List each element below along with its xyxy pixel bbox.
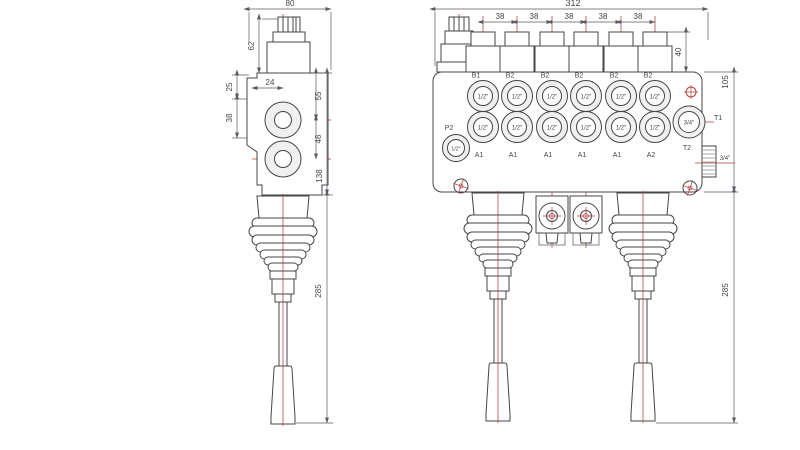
port-size-t1: 3/4"	[684, 121, 694, 127]
side-actuator-cap	[266, 16, 311, 74]
port-size-b2: 1/2"	[512, 95, 522, 101]
front-joystick-lever-2	[608, 190, 678, 424]
dim-cap-height: 40	[674, 47, 683, 56]
side-dimensions: 80 62 24 25 38 55 46 138 285	[225, 0, 333, 424]
dim-width: 80	[286, 0, 295, 8]
front-view: 1/2" 1/2" 1/2" 1/2" 1/2" 1/2" B1 B2 B2 B…	[429, 0, 738, 424]
detent-mechanism-1	[535, 195, 569, 246]
dim-pitch-3: 38	[565, 12, 574, 21]
port-size-a1: 1/2"	[478, 126, 488, 132]
port-label-a6: A2	[647, 152, 656, 159]
detent-mechanism-2	[569, 195, 603, 246]
dim-port1-from-top: 55	[314, 91, 323, 100]
side-port-top-bore	[274, 111, 292, 129]
port-label-b1: B1	[472, 73, 481, 80]
dim-flange-top: 25	[225, 82, 234, 91]
port-label-p2: P2	[445, 125, 454, 132]
port-label-b6: B2	[644, 73, 653, 80]
port-label-b2: B2	[506, 73, 515, 80]
dim-body-height: 138	[315, 169, 324, 183]
port-size-a3: 1/2"	[547, 126, 557, 132]
tank-port-1: 3/4" T1 T2	[672, 105, 722, 152]
dim-lever-reach: 285	[314, 284, 323, 298]
dim-actuator-height: 62	[247, 41, 256, 50]
side-port-bottom-bore	[274, 150, 292, 168]
port-size-a2: 1/2"	[512, 126, 522, 132]
port-size-a6: 1/2"	[650, 126, 660, 132]
pump-port: 1/2" P2	[442, 125, 470, 162]
side-outlet-port: 3/4"	[695, 145, 735, 178]
port-row-a: 1/2" 1/2" 1/2" 1/2" 1/2" 1/2" A1 A1 A1 A…	[467, 111, 671, 159]
port-size-b4: 1/2"	[581, 95, 591, 101]
port-label-b5: B2	[610, 73, 619, 80]
dim-pitch-5: 38	[634, 12, 643, 21]
port-size-a4: 1/2"	[581, 126, 591, 132]
port-label-a4: A1	[578, 152, 587, 159]
front-joystick-lever-1	[463, 190, 533, 424]
side-view: 80 62 24 25 38 55 46 138 285	[225, 0, 333, 427]
port-size-a5: 1/2"	[616, 126, 626, 132]
port-size-b3: 1/2"	[547, 95, 557, 101]
dim-spool-offset: 24	[266, 78, 275, 87]
port-size-p2: 1/2"	[451, 147, 461, 153]
dim-overall-width: 312	[565, 0, 580, 8]
front-dimensions: 312 38 38 38 38 38 40 105 285	[429, 0, 738, 424]
port-row-b: 1/2" 1/2" 1/2" 1/2" 1/2" 1/2" B1 B2 B2 B…	[467, 73, 671, 112]
port-label-b3: B2	[541, 73, 550, 80]
port-label-b4: B2	[575, 73, 584, 80]
port-label-a1: A1	[475, 152, 484, 159]
mounting-hole-bottom-right	[682, 180, 698, 196]
port-label-a5: A1	[613, 152, 622, 159]
side-joystick-lever	[248, 193, 318, 427]
spool-caps	[465, 31, 673, 73]
dim-pitch-4: 38	[599, 12, 608, 21]
dim-front-body-height: 105	[721, 75, 730, 89]
dim-front-lever-reach: 285	[721, 283, 730, 297]
port-size-b1: 1/2"	[478, 95, 488, 101]
mounting-hole-bottom-left	[453, 178, 469, 194]
dim-port-spacing: 46	[314, 134, 323, 143]
port-label-t1: T1	[714, 115, 722, 122]
port-size-b6: 1/2"	[650, 95, 660, 101]
dim-flange-port: 38	[225, 113, 234, 122]
port-label-side-outlet: 3/4"	[720, 156, 730, 162]
port-label-t2: T2	[683, 145, 691, 152]
port-label-a3: A1	[544, 152, 553, 159]
mounting-hole-top-right	[684, 85, 698, 99]
dim-pitch-1: 38	[496, 12, 505, 21]
port-label-a2: A1	[509, 152, 518, 159]
dim-pitch-2: 38	[530, 12, 539, 21]
port-size-b5: 1/2"	[616, 95, 626, 101]
